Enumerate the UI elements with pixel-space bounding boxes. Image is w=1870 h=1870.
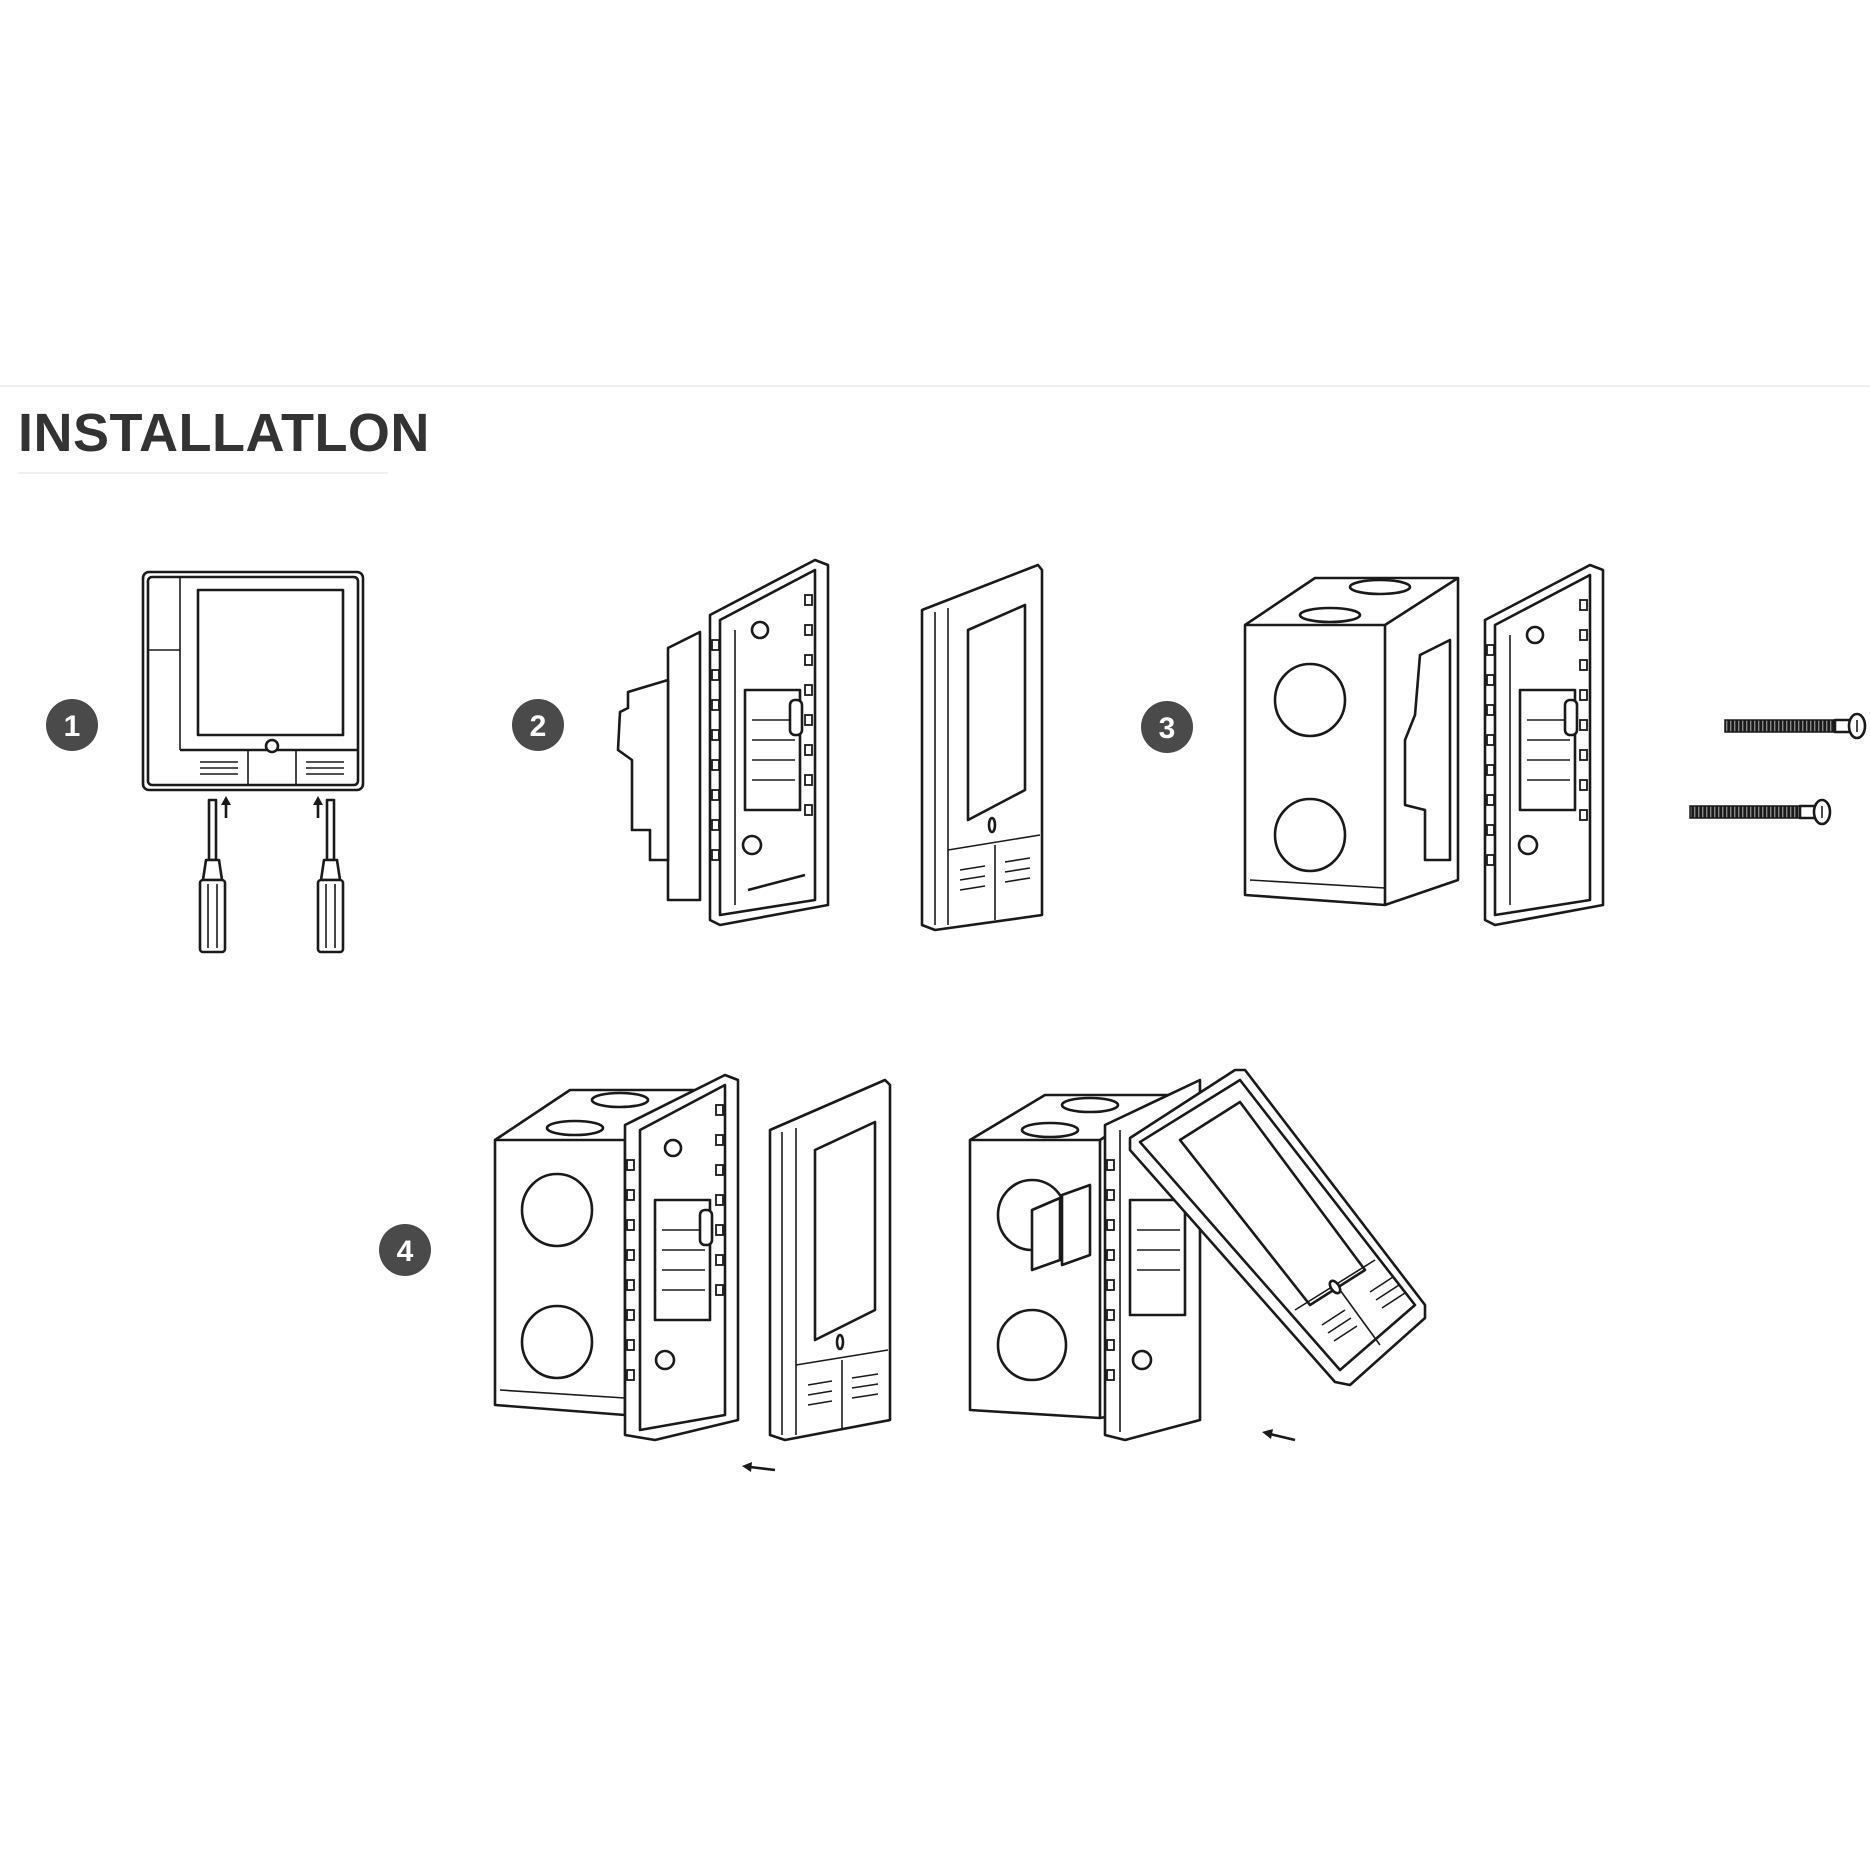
step-badge-4: 4 [379, 1224, 431, 1276]
button-grille-left [200, 761, 238, 775]
thermostat-front [141, 570, 365, 792]
junction-box-with-plate [493, 1073, 740, 1442]
step-1-illustration [141, 570, 365, 954]
front-panel-side [768, 1078, 892, 1442]
page-title: INSTALLATLON [18, 403, 430, 463]
top-divider [0, 385, 1870, 387]
step-badge-2: 2 [512, 699, 564, 751]
step-4-illustration [493, 1068, 1427, 1472]
step-number: 1 [64, 710, 81, 743]
button-grille-right [306, 761, 344, 775]
step-number: 3 [1159, 712, 1176, 745]
front-panel-tilted [1128, 1068, 1427, 1387]
up-arrow-left [221, 796, 231, 818]
step-3-illustration [1243, 563, 1867, 927]
step-2-illustration [616, 558, 1044, 932]
title-underline [18, 472, 388, 474]
screwdriver-left [198, 798, 227, 954]
arrow-left-2 [1262, 1429, 1296, 1442]
back-plate [1403, 563, 1605, 927]
front-panel-side [920, 563, 1044, 932]
step-badge-1: 1 [46, 699, 98, 751]
step-badge-3: 3 [1141, 701, 1193, 753]
step-number: 2 [530, 710, 547, 743]
mounting-screw-bottom [1689, 798, 1832, 826]
arrow-left-1 [742, 1462, 776, 1472]
junction-box-with-plate [968, 1078, 1202, 1442]
screwdriver-right [316, 798, 345, 954]
step-number: 4 [397, 1235, 414, 1268]
back-plate [616, 558, 830, 927]
junction-box [1243, 576, 1460, 907]
mounting-screw-top [1724, 712, 1867, 740]
up-arrow-right [313, 796, 323, 818]
